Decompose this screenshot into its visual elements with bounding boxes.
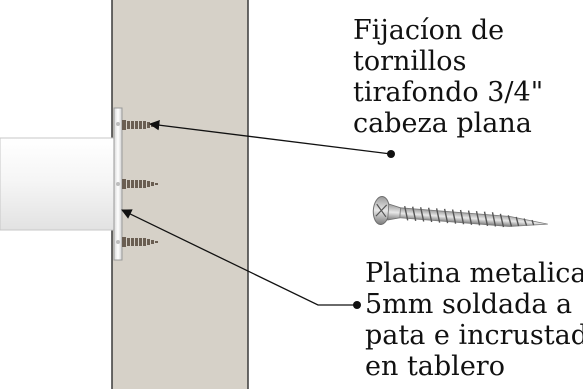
leader-line-plate [121,209,361,309]
metal-plate-label-line-3: pata e incrustada [365,320,583,351]
screw-fixing-label: Fijacíon de tornillos tirafondo 3/4" cab… [353,15,543,139]
screw-fixing-label-line-2: tornillos [353,46,467,77]
screw-fixing-label-line-4: cabeza plana [353,108,532,139]
board [112,0,248,389]
leader-line-screw [148,119,395,158]
embedded-screw-middle [122,179,158,189]
screw-fixing-label-line-3: tirafondo 3/4" [353,77,544,108]
metal-plate-label: Platina metalica 5mm soldada a pata e in… [365,258,583,382]
screw-fixing-label-line-1: Fijacíon de [353,15,505,46]
metal-plate [113,107,123,261]
metal-plate-label-line-1: Platina metalica [365,258,583,289]
metal-plate-label-line-2: 5mm soldada a [365,289,573,320]
leg [0,137,115,231]
wood-screw-icon [372,196,548,228]
metal-plate-label-line-4: en tablero [365,351,505,382]
embedded-screw-bottom [122,237,158,247]
